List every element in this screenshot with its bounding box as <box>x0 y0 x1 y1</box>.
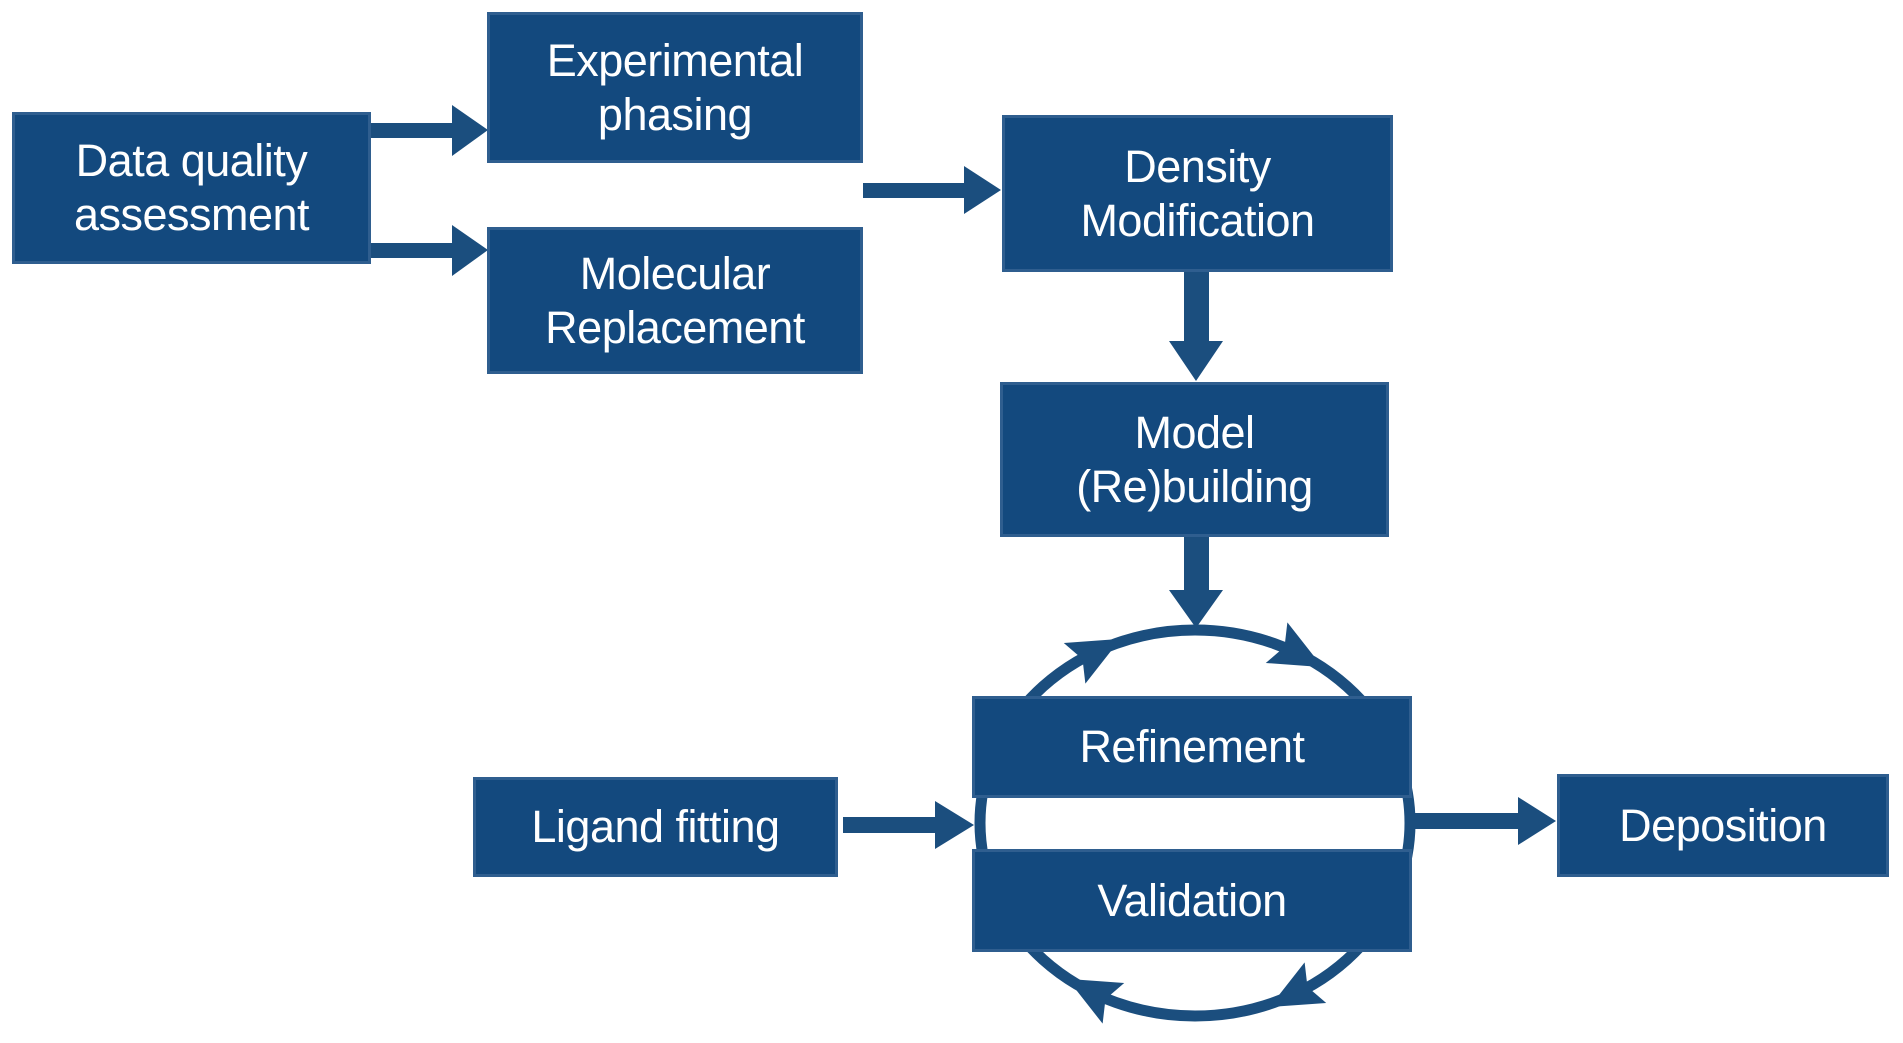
box-label-line: Modification <box>1080 194 1315 246</box>
box-validation: Validation <box>972 849 1412 952</box>
box-label-line: Deposition <box>1619 799 1827 851</box>
cycle-arrowhead-top-left-icon <box>1063 638 1121 684</box>
box-label-line: Validation <box>1097 874 1287 926</box>
box-data-quality-assessment: Data quality assessment <box>12 112 371 264</box>
box-label-line: assessment <box>73 189 310 240</box>
box-density-modification: Density Modification <box>1002 115 1393 272</box>
box-label-line: Molecular <box>579 247 771 299</box>
box-model-rebuilding: Model (Re)building <box>1000 382 1389 537</box>
box-label-line: phasing <box>597 88 753 140</box>
arrow-phasing-to-density-modification <box>863 166 1001 214</box>
box-deposition: Deposition <box>1557 774 1889 877</box>
arrow-density-to-model-rebuilding <box>1169 272 1223 381</box>
box-ligand-fitting: Ligand fitting <box>473 777 838 877</box>
box-label-line: (Re)building <box>1076 460 1313 512</box>
box-label-line: Model <box>1134 406 1255 458</box>
box-refinement: Refinement <box>972 696 1412 798</box>
box-molecular-replacement: Molecular Replacement <box>487 227 863 374</box>
box-experimental-phasing: Experimental phasing <box>487 12 863 163</box>
arrow-ligand-to-cycle <box>843 801 974 849</box>
box-label-line: Data quality <box>75 135 308 186</box>
arrow-model-to-cycle <box>1169 537 1223 628</box>
arrow-data-quality-to-experimental-phasing <box>371 105 488 156</box>
box-label-line: Replacement <box>545 301 805 353</box>
arrow-cycle-to-deposition <box>1406 797 1556 845</box>
cycle-arrowhead-top-right-icon <box>1265 622 1323 668</box>
cycle-arrowhead-bottom-left-icon <box>1067 978 1125 1024</box>
refinement-validation-cycle-ring <box>974 624 1416 1022</box>
box-label-line: Density <box>1124 140 1271 192</box>
box-label-line: Experimental <box>546 34 804 86</box>
arrow-data-quality-to-molecular-replacement <box>371 225 488 276</box>
box-label-line: Ligand fitting <box>531 801 780 852</box>
box-label-line: Refinement <box>1079 721 1305 772</box>
cycle-arrowhead-bottom-right-icon <box>1269 962 1327 1008</box>
